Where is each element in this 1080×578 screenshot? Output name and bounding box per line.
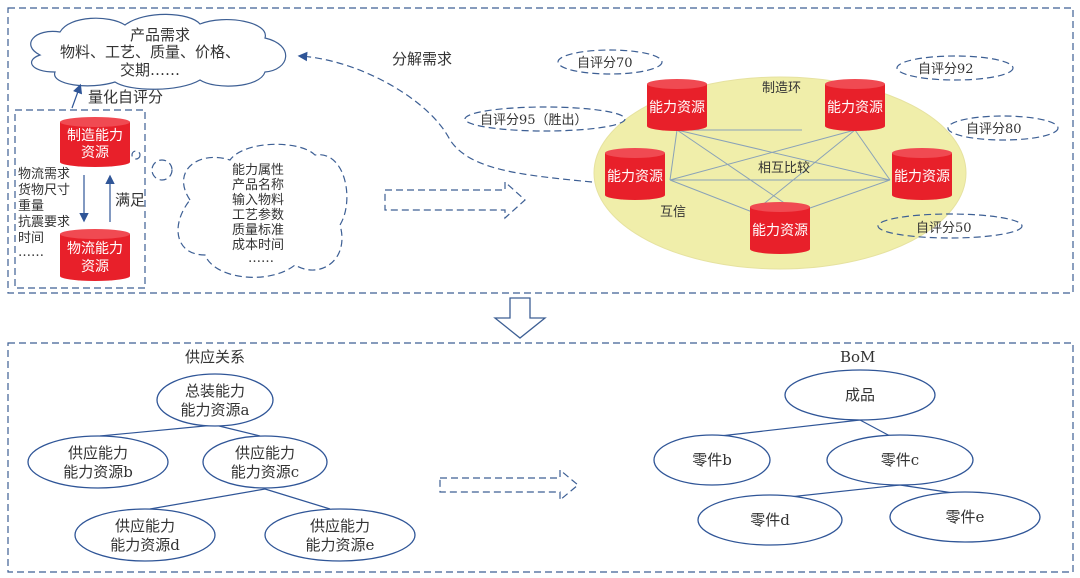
node-label: 供应能力 bbox=[235, 444, 295, 462]
capability-resource-cylinder: 能力资源 bbox=[825, 79, 885, 131]
bom-node: 零件e bbox=[889, 491, 1041, 543]
bottom-panel bbox=[7, 342, 1074, 573]
compare-label: 相互比较 bbox=[758, 161, 810, 176]
bom-node: 零件d bbox=[697, 494, 843, 546]
demand-cloud: 产品需求 物料、工艺、质量、价格、 交期…… bbox=[30, 13, 287, 90]
cylinder-label: 物流能力 bbox=[67, 241, 123, 257]
attribute-line: 成本时间 bbox=[232, 238, 284, 253]
node-label: 零件d bbox=[750, 511, 790, 529]
node-label: 能力资源e bbox=[306, 536, 375, 554]
attribute-line: 产品名称 bbox=[232, 177, 284, 193]
demand-line: 物料、工艺、质量、价格、 bbox=[60, 43, 240, 61]
trust-label: 互信 bbox=[660, 205, 686, 220]
node-label: 零件e bbox=[946, 508, 985, 526]
capability-resource-cylinder: 能力资源 bbox=[605, 148, 665, 200]
node-label: 能力资源b bbox=[63, 463, 133, 481]
bom-node: 零件c bbox=[826, 434, 974, 486]
comparison-lines bbox=[669, 129, 891, 216]
node-label: 供应能力 bbox=[310, 517, 370, 535]
quantify-label: 量化自评分 bbox=[88, 88, 163, 106]
node-label: 能力资源d bbox=[110, 536, 180, 554]
attribute-line: 输入物料 bbox=[232, 192, 284, 208]
node-label: 总装能力 bbox=[185, 382, 245, 400]
need-line: …… bbox=[18, 245, 44, 260]
score-bubbles: 自评分70 自评分95（胜出） 自评分92 自评分80 自评分50 bbox=[464, 49, 1059, 239]
bom-node: 零件b bbox=[653, 434, 771, 486]
quantify-arrow bbox=[71, 83, 83, 109]
decompose-label: 分解需求 bbox=[392, 50, 452, 68]
node-label: 供应能力 bbox=[68, 444, 128, 462]
supply-title: 供应关系 bbox=[185, 348, 245, 366]
attribute-line: 工艺参数 bbox=[232, 207, 284, 223]
node-label: 零件c bbox=[881, 451, 919, 469]
logistics-needs: 物流需求 货物尺寸 重量 抗震要求 时间 …… bbox=[18, 167, 70, 260]
need-line: 时间 bbox=[18, 231, 44, 246]
score-label: 自评分80 bbox=[966, 122, 1022, 137]
node-label: 能力资源a bbox=[181, 401, 250, 419]
cylinder-label: 能力资源 bbox=[752, 223, 808, 239]
cylinder-label: 制造能力 bbox=[67, 128, 123, 144]
attributes-cloud: 能力属性 产品名称 输入物料 工艺参数 质量标准 成本时间 …… bbox=[131, 143, 348, 278]
demand-line: 产品需求 bbox=[130, 26, 190, 44]
node-label: 零件b bbox=[692, 451, 732, 469]
need-line: 抗震要求 bbox=[18, 215, 70, 230]
attribute-line: 能力属性 bbox=[232, 163, 284, 178]
score-label: 自评分50 bbox=[916, 221, 972, 236]
need-line: 货物尺寸 bbox=[18, 182, 70, 198]
bom-title: BoM bbox=[840, 348, 875, 366]
satisfy-label: 满足 bbox=[115, 191, 145, 209]
top-panel bbox=[7, 7, 1074, 294]
cylinder-label: 资源 bbox=[81, 145, 109, 161]
capability-resource-cylinder: 能力资源 bbox=[647, 79, 707, 131]
score-label: 自评分92 bbox=[918, 62, 974, 77]
ring-title: 制造环 bbox=[762, 81, 801, 96]
supply-edges bbox=[99, 424, 331, 510]
node-label: 能力资源c bbox=[231, 463, 299, 481]
attribute-line: …… bbox=[248, 251, 274, 266]
cylinder-label: 能力资源 bbox=[894, 169, 950, 185]
cylinder-label: 能力资源 bbox=[649, 100, 705, 116]
hollow-arrow-right bbox=[384, 180, 526, 220]
need-line: 重量 bbox=[18, 198, 44, 214]
score-label: 自评分70 bbox=[577, 56, 633, 71]
hollow-arrow-down bbox=[493, 297, 547, 339]
logistics-resource-cylinder: 物流能力 资源 bbox=[60, 229, 130, 281]
bom-node: 成品 bbox=[784, 369, 936, 421]
need-line: 物流需求 bbox=[18, 167, 70, 182]
node-label: 供应能力 bbox=[115, 517, 175, 535]
hollow-arrow-right-bottom bbox=[439, 468, 579, 502]
capability-resource-cylinder: 能力资源 bbox=[750, 202, 810, 254]
capability-resource-cylinder: 能力资源 bbox=[892, 148, 952, 200]
cylinder-label: 能力资源 bbox=[827, 100, 883, 116]
cylinder-label: 资源 bbox=[81, 259, 109, 275]
score-label: 自评分95（胜出） bbox=[480, 113, 588, 128]
manufacturing-resource-cylinder: 制造能力 资源 bbox=[60, 117, 130, 167]
demand-line: 交期…… bbox=[120, 61, 180, 79]
node-label: 成品 bbox=[845, 386, 875, 404]
cylinder-label: 能力资源 bbox=[607, 169, 663, 185]
attribute-line: 质量标准 bbox=[232, 223, 284, 238]
